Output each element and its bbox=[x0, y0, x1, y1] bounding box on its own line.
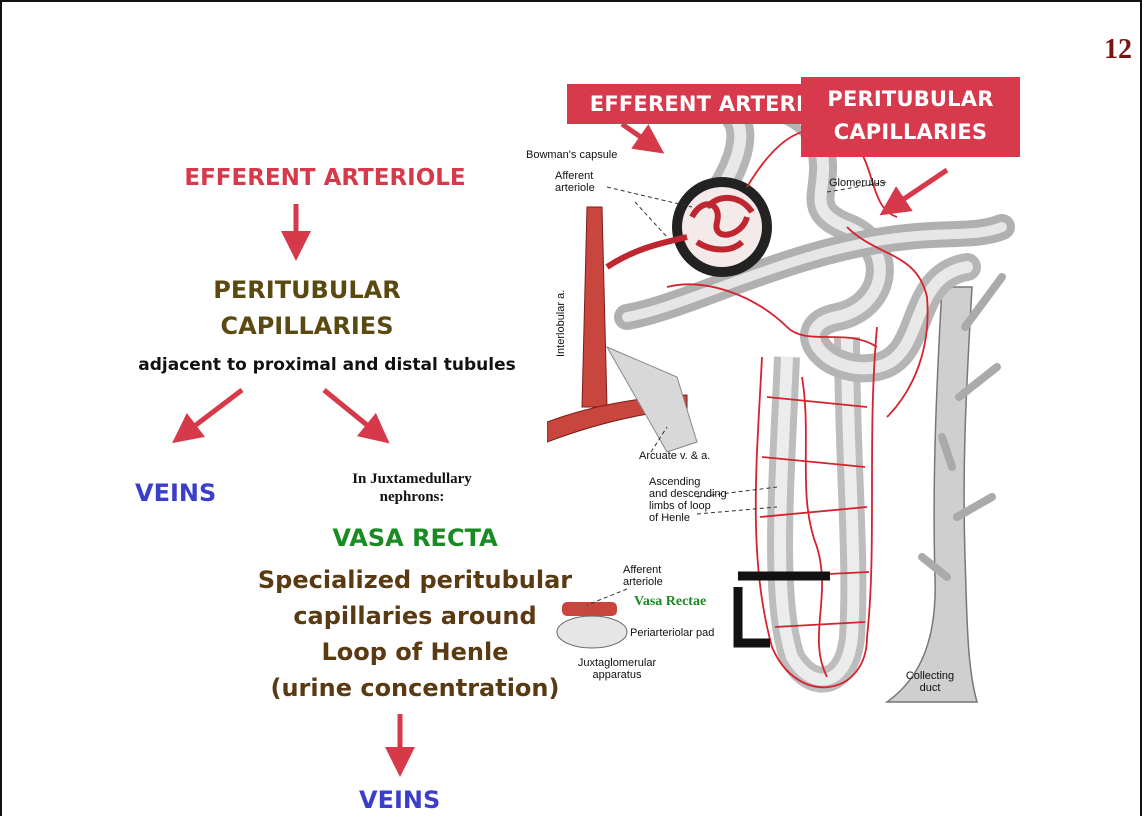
arrow-to-veins-left bbox=[184, 390, 242, 434]
arrow-peritubular-callout bbox=[892, 170, 947, 207]
arrow-to-juxtamedullary bbox=[324, 390, 378, 434]
arrow-efferent-callout bbox=[622, 124, 652, 145]
